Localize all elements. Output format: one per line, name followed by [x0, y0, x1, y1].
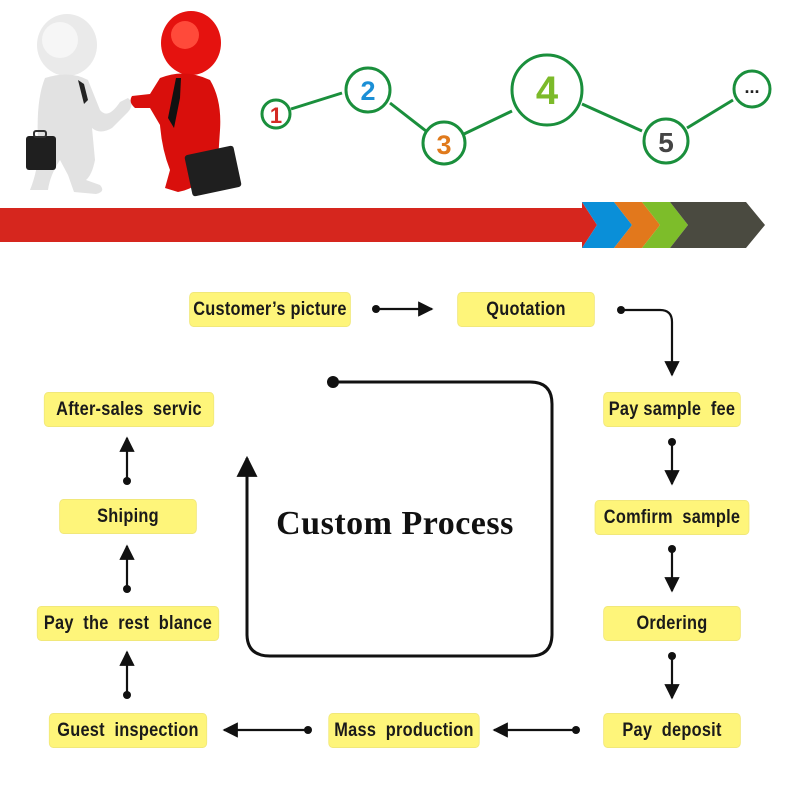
step-node-label: 4 [536, 69, 559, 113]
step-node-2: 2 [344, 66, 392, 114]
step-guest-inspection: Guest inspection [48, 713, 208, 748]
progress-arrow-bar [0, 202, 765, 248]
step-node-label: ... [744, 77, 759, 97]
step-node-label: 5 [658, 127, 674, 158]
step-node-5: 5 [642, 117, 690, 165]
step-node-more: ... [732, 69, 772, 109]
connector-balance-shiping [119, 544, 135, 593]
step-pay-deposit: Pay deposit [603, 713, 741, 748]
arrow-segment-red [0, 202, 597, 248]
connectors [119, 301, 680, 738]
connector-confirm-ordering [664, 545, 680, 593]
step-customers-picture: Customer’s picture [189, 292, 351, 327]
step-ordering: Ordering [603, 606, 741, 641]
step-node-label: 3 [436, 130, 451, 160]
connector-ordering-deposit [664, 652, 680, 700]
connector-inspection-balance [119, 650, 135, 699]
connector-shiping-aftersales [119, 436, 135, 485]
handshake-illustration [26, 11, 242, 197]
step-comfirm-sample: Comfirm sample [594, 500, 750, 535]
red-figure [130, 11, 242, 197]
step-node-4: 4 [510, 53, 584, 127]
step-pay-sample-fee: Pay sample fee [603, 392, 741, 427]
step-node-1: 1 [260, 98, 292, 130]
connector-picture-quotation [372, 301, 434, 317]
connector-deposit-mass [492, 722, 580, 738]
step-node-3: 3 [421, 120, 467, 166]
arrow-segment-dark [670, 202, 765, 248]
connector-sample-fee-confirm [664, 438, 680, 486]
arrow-segment-orange [614, 202, 660, 248]
arrow-segment-blue [582, 202, 632, 248]
central-loop-connector [236, 376, 554, 658]
step-shiping: Shiping [59, 499, 197, 534]
arrow-segment-green [642, 202, 688, 248]
connector-quotation-sample-fee [617, 306, 680, 377]
step-node-label: 2 [360, 76, 375, 106]
briefcase-left [26, 136, 56, 170]
step-after-sales: After-sales servic [43, 392, 215, 427]
briefcase-right [184, 145, 242, 197]
diagram-title: Custom Process [276, 505, 514, 542]
connector-mass-inspection [222, 722, 312, 738]
white-figure [26, 14, 132, 194]
step-node-path [290, 91, 734, 136]
step-quotation: Quotation [457, 292, 595, 327]
step-node-label: 1 [270, 103, 282, 128]
step-mass-production: Mass production [328, 713, 480, 748]
step-pay-rest-balance: Pay the rest blance [36, 606, 220, 641]
